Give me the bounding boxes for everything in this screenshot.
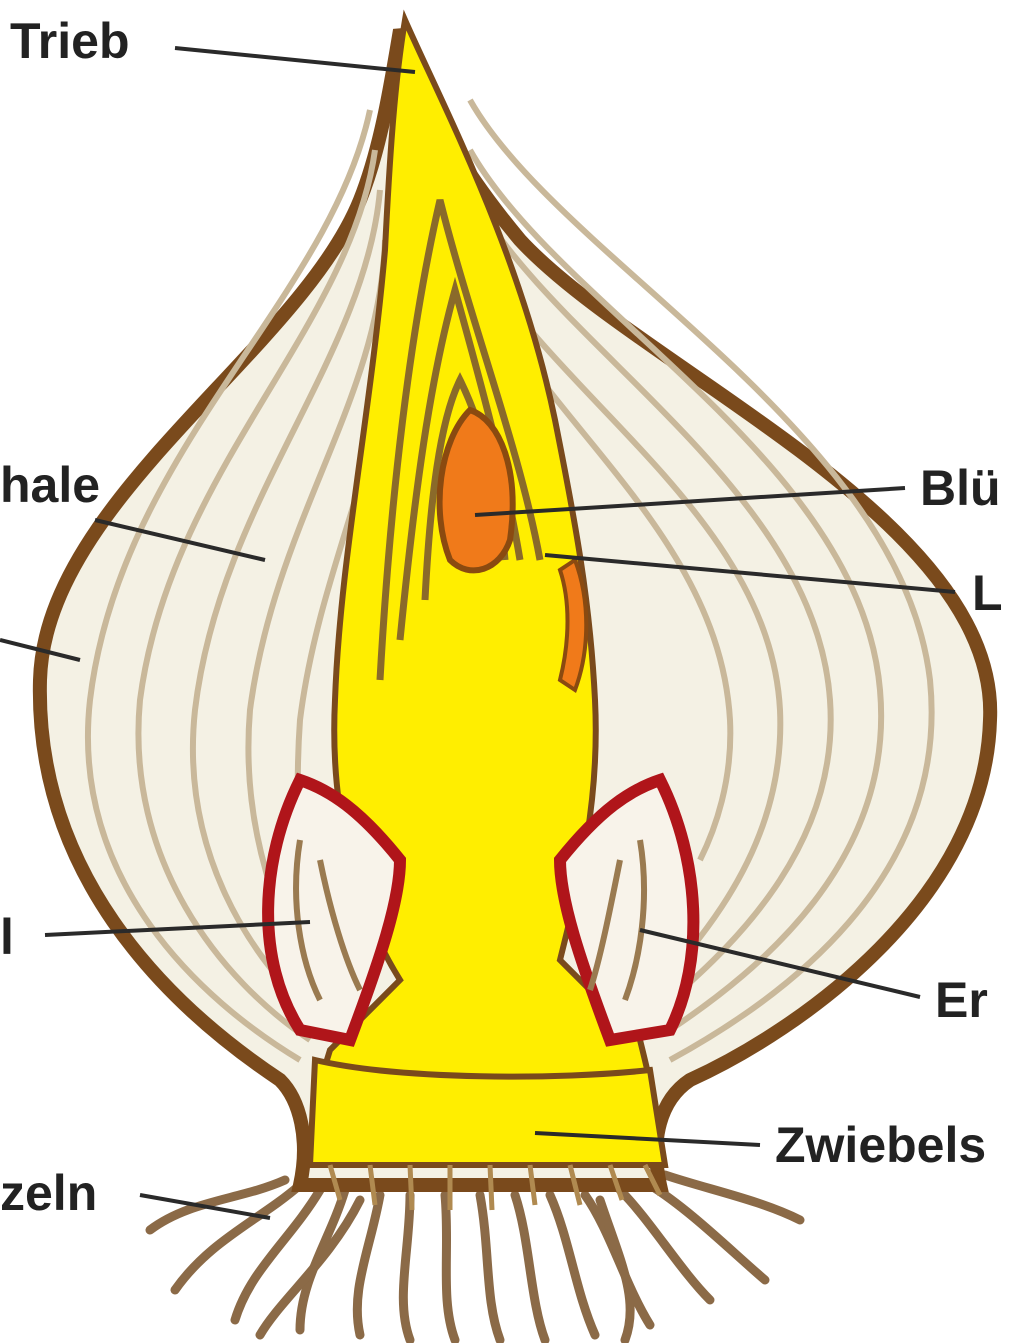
label-schale: hale <box>0 460 100 510</box>
leader-trieb <box>175 48 415 72</box>
label-bluete: Blü <box>920 463 1001 513</box>
label-nebenzwiebel-left: l <box>0 912 14 962</box>
basal-plate <box>310 1060 665 1165</box>
roots <box>150 1175 800 1340</box>
label-zwiebelscheibe: Zwiebels <box>775 1120 986 1170</box>
label-trieb: Trieb <box>10 16 129 66</box>
label-nebenzwiebel-right: Er <box>935 975 988 1025</box>
label-laubblatt: L <box>972 568 1003 618</box>
leader-wurzeln <box>140 1195 270 1218</box>
label-wurzeln: zeln <box>0 1168 97 1218</box>
